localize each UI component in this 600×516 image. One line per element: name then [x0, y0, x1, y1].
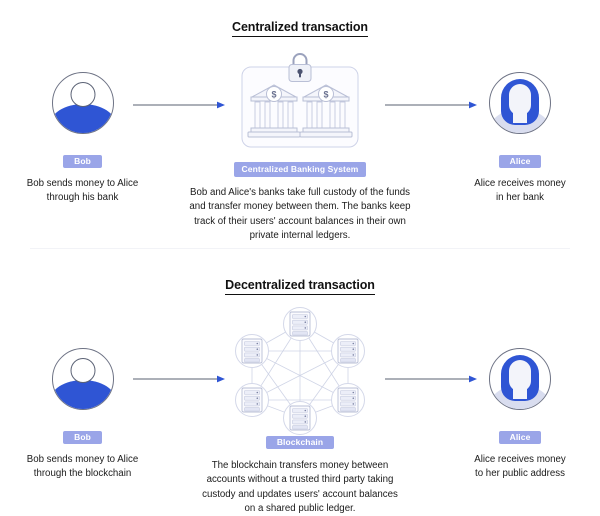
section-title-centralized-text: Centralized transaction — [232, 20, 368, 37]
decentralized-center-caption: The blockchain transfers money between a… — [202, 460, 398, 515]
centralized-center-caption: Bob and Alice's banks take full custody … — [189, 187, 411, 242]
badge-centralized-banking-system: Centralized Banking System — [233, 162, 367, 177]
bob-avatar — [51, 72, 114, 134]
badge-bob: Bob — [63, 154, 102, 168]
alice-neck-shape — [513, 385, 527, 399]
arrow-bob-to-blockchain — [133, 374, 228, 384]
section-title-decentralized-text: Decentralized transaction — [225, 278, 375, 295]
alice-neck-shape — [513, 109, 527, 123]
section-title-decentralized: Decentralized transaction — [0, 278, 600, 295]
arrow-blockchain-to-alice — [385, 374, 480, 384]
alice-avatar — [489, 72, 551, 134]
blockchain-badge-wrap: Blockchain — [172, 432, 428, 450]
alice-badge-wrap: Alice — [440, 151, 600, 169]
centralized-banking-icon: $ $ — [235, 52, 365, 152]
section-title-centralized: Centralized transaction — [0, 20, 600, 37]
bob-badge-wrap: Bob — [0, 427, 165, 445]
bob-head-shape — [70, 82, 95, 107]
badge-blockchain: Blockchain — [265, 435, 335, 449]
bob-avatar — [51, 348, 114, 410]
centralized-center-column: $ $ Centralized Banking System — [172, 52, 428, 243]
alice-badge-wrap: Alice — [440, 427, 600, 445]
badge-bob: Bob — [63, 430, 102, 444]
alice-face-shape — [509, 360, 531, 391]
arrow-bob-to-banks — [133, 100, 228, 110]
centralized-badge-wrap: Centralized Banking System — [172, 159, 428, 177]
decentralized-center-column: Blockchain The blockchain transfers mone… — [172, 306, 428, 516]
bob-body-shape — [52, 104, 113, 133]
bank-dollar-symbol-left: $ — [271, 89, 276, 99]
alice-avatar — [489, 348, 551, 410]
bank-dollar-symbol-right: $ — [323, 89, 328, 99]
bank-icon-left: $ — [247, 84, 301, 138]
blockchain-network-icon — [230, 306, 370, 435]
padlock-icon — [288, 53, 312, 82]
badge-alice: Alice — [498, 154, 542, 168]
alice-face-shape — [509, 84, 531, 115]
badge-alice: Alice — [498, 430, 542, 444]
bob-badge-wrap: Bob — [0, 151, 165, 169]
network-nodes — [235, 307, 365, 435]
bob-head-shape — [70, 358, 95, 383]
bob-body-shape — [52, 380, 113, 409]
section-divider — [30, 248, 570, 249]
arrow-banks-to-alice — [385, 100, 480, 110]
bank-icon-right: $ — [299, 84, 353, 138]
